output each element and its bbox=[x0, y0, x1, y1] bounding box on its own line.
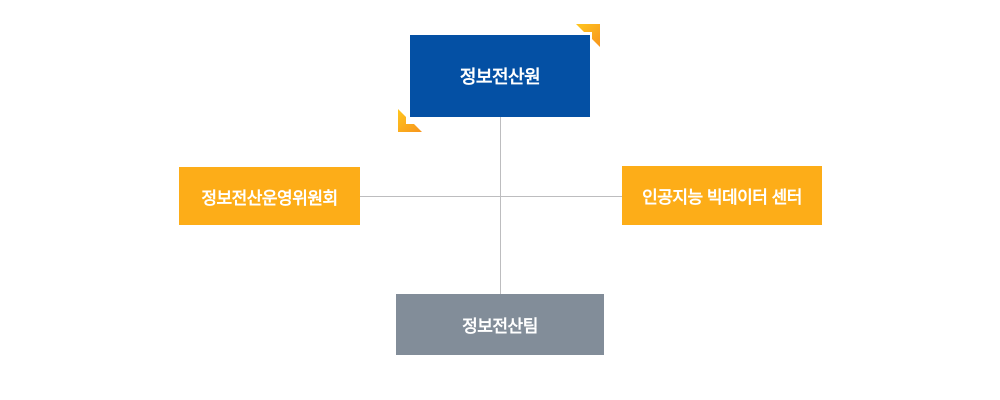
node-information-computing-team: 정보전산팀 bbox=[396, 294, 604, 355]
node-label: 정보전산팀 bbox=[462, 317, 538, 336]
node-operation-committee: 정보전산운영위원회 bbox=[179, 167, 360, 225]
corner-bracket-bottom-left-icon bbox=[398, 109, 422, 132]
node-label: 정보전산원 bbox=[459, 67, 541, 87]
node-information-computing-center: 정보전산원 bbox=[410, 35, 590, 117]
node-label: 정보전산운영위원회 bbox=[201, 188, 338, 208]
connector-horizontal-line bbox=[360, 196, 622, 197]
node-ai-bigdata-center: 인공지능 빅데이터 센터 bbox=[622, 166, 822, 225]
connector-vertical-line bbox=[500, 117, 501, 294]
corner-bracket-top-right-icon bbox=[576, 24, 600, 47]
node-label: 인공지능 빅데이터 센터 bbox=[642, 188, 802, 207]
